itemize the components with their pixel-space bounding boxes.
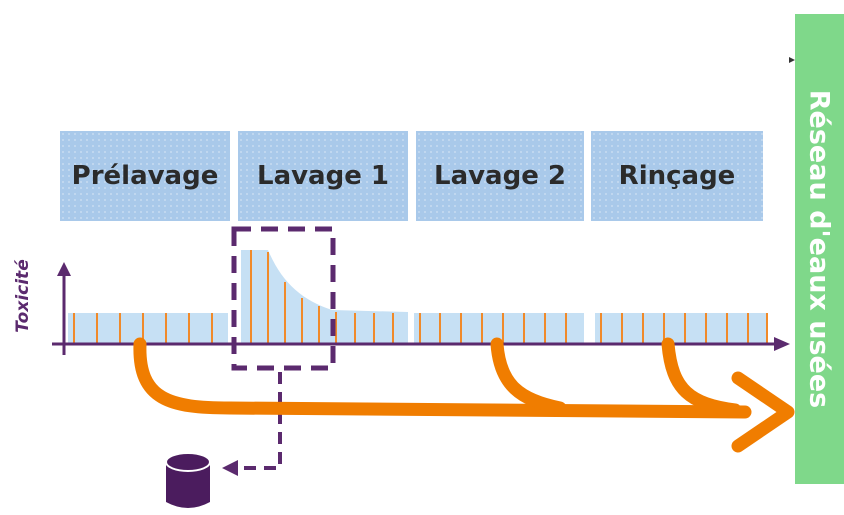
y-axis-arrowhead: [57, 262, 71, 276]
axes: [52, 272, 778, 355]
phase-prelavage: Prélavage: [60, 131, 230, 221]
flow-to-network: [133, 337, 752, 419]
x-axis-arrowhead: [774, 337, 790, 351]
phase-prelavage-label: Prélavage: [71, 161, 219, 191]
toxicity-area-rincage: [595, 313, 767, 343]
phase-rincage: Rinçage: [591, 131, 763, 221]
arrow-left-icon: [222, 460, 238, 476]
toxicity-area-prelavage: [68, 313, 228, 343]
phase-lavage-2: Lavage 2: [416, 131, 584, 221]
storage-cylinder-icon: [165, 452, 211, 508]
destination-marker: [789, 57, 795, 63]
phase-lavage-1-label: Lavage 1: [257, 161, 389, 191]
phase-lavage-2-label: Lavage 2: [434, 161, 566, 191]
phase-lavage-1: Lavage 1: [238, 131, 408, 221]
lavage-1-highlight-box: [231, 226, 336, 371]
dosing-ticks: [73, 250, 768, 343]
flow-arrowhead: [731, 371, 795, 453]
toxicity-area-lavage-1: [241, 250, 408, 343]
destination-wastewater-network: [795, 14, 844, 484]
phase-rincage-label: Rinçage: [618, 161, 736, 191]
storage-connector: [240, 372, 282, 470]
